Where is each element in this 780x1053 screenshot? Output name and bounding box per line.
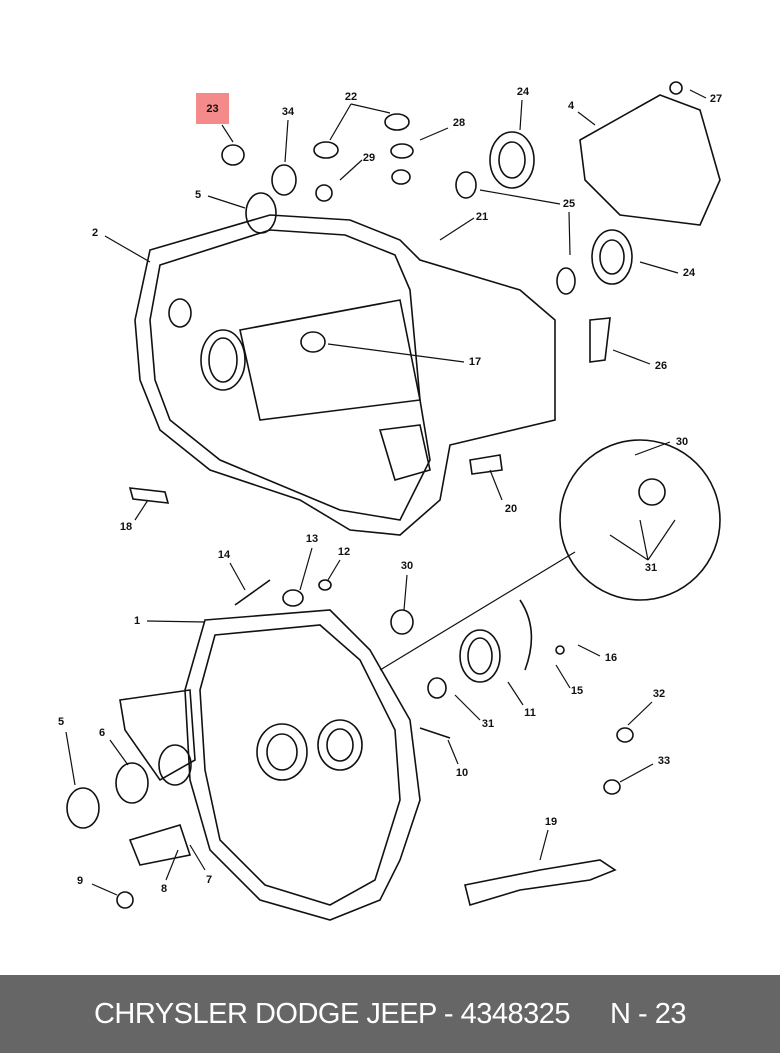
callout-label[interactable]: 17 xyxy=(468,356,482,368)
callout-label[interactable]: 27 xyxy=(709,93,723,105)
callout-label[interactable]: 8 xyxy=(160,883,168,895)
callout-label[interactable]: 9 xyxy=(76,875,84,887)
callout-label[interactable]: 30 xyxy=(400,560,414,572)
callout-label[interactable]: 10 xyxy=(455,767,469,779)
callout-label[interactable]: 34 xyxy=(281,106,295,118)
transaxle-housing xyxy=(134,214,556,536)
callout-label[interactable]: 22 xyxy=(344,91,358,103)
callout-label[interactable]: 28 xyxy=(452,117,466,129)
callout-label[interactable]: 12 xyxy=(337,546,351,558)
callout-highlighted[interactable]: 23 xyxy=(196,93,229,124)
callout-label[interactable]: 19 xyxy=(544,816,558,828)
callout-label[interactable]: 32 xyxy=(652,688,666,700)
callout-label[interactable]: 4 xyxy=(567,100,575,112)
callout-label[interactable]: 20 xyxy=(504,503,518,515)
callout-label[interactable]: 16 xyxy=(604,652,618,664)
callout-label[interactable]: 31 xyxy=(644,562,658,574)
callout-label[interactable]: 15 xyxy=(570,685,584,697)
callout-label[interactable]: 26 xyxy=(654,360,668,372)
footer-bar: CHRYSLER DODGE JEEP - 4348325 N - 23 xyxy=(0,975,780,1053)
transaxle-case-drawing xyxy=(65,81,721,921)
callout-label[interactable]: 21 xyxy=(475,211,489,223)
callout-label[interactable]: 24 xyxy=(516,86,530,98)
cover-plate xyxy=(579,94,721,226)
callout-label[interactable]: 24 xyxy=(682,267,696,279)
callout-label[interactable]: 5 xyxy=(57,716,65,728)
callout-label[interactable]: 11 xyxy=(524,707,536,719)
clutch-housing xyxy=(184,609,421,921)
part-number-title: CHRYSLER DODGE JEEP - 4348325 xyxy=(93,997,571,1030)
callout-label[interactable]: 33 xyxy=(657,755,671,767)
callout-label[interactable]: 7 xyxy=(205,874,213,886)
callout-label[interactable]: 2 xyxy=(91,227,99,239)
callout-label[interactable]: 31 xyxy=(481,718,495,730)
callout-label[interactable]: 5 xyxy=(194,189,202,201)
callout-label[interactable]: 13 xyxy=(305,533,319,545)
diagram-reference: N - 23 xyxy=(610,997,687,1030)
callout-label[interactable]: 30 xyxy=(675,436,689,448)
callout-label[interactable]: 29 xyxy=(362,152,376,164)
callout-label[interactable]: 18 xyxy=(119,521,133,533)
parts-diagram xyxy=(65,81,721,921)
callout-label[interactable]: 1 xyxy=(133,615,141,627)
callout-label[interactable]: 14 xyxy=(217,549,231,561)
callout-label[interactable]: 6 xyxy=(98,727,106,739)
callout-label[interactable]: 25 xyxy=(562,198,576,210)
